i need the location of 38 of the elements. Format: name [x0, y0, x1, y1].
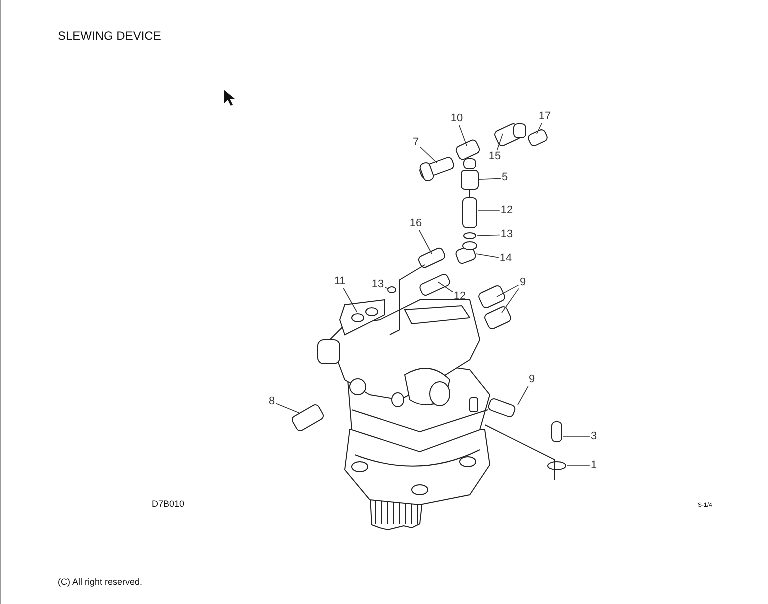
copyright-note: (C) All right reserved. — [58, 578, 143, 587]
fitting-drawing — [461, 170, 479, 190]
leader-line — [343, 288, 358, 312]
callout-number: 7 — [412, 136, 420, 150]
leader-line — [420, 146, 438, 164]
leader-line — [562, 436, 590, 438]
label: D7B010 — [152, 500, 185, 509]
leader-line — [476, 234, 500, 236]
leader-line — [502, 288, 520, 314]
callout-number: 10 — [450, 112, 464, 126]
leader-line — [438, 282, 454, 293]
callout-number: 8 — [268, 396, 276, 408]
leader-line — [459, 125, 468, 146]
leader-line — [496, 284, 520, 298]
leader-line — [476, 254, 500, 258]
callout-number: 11 — [333, 276, 347, 288]
callout-number: 12 — [452, 290, 468, 304]
callout-number: 13 — [500, 228, 514, 242]
callout-number: 14 — [498, 252, 514, 266]
leader-line — [478, 178, 502, 180]
callout-number: 9 — [518, 276, 528, 290]
title: SLEWING DEVICE — [58, 30, 162, 42]
callout-number: 17 — [538, 110, 552, 124]
callout-number: 5 — [500, 172, 510, 184]
callout-number: 13 — [370, 278, 386, 292]
callout-number: 1 — [590, 460, 598, 472]
leader-line — [536, 123, 542, 134]
leader-line — [518, 386, 529, 406]
callout-number: 3 — [590, 430, 598, 444]
leader-line — [384, 287, 390, 290]
callout-number: 12 — [500, 204, 514, 218]
leader-line — [419, 230, 432, 254]
leader-line — [276, 403, 300, 414]
callout-number: 16 — [408, 218, 424, 230]
callout-number: 15 — [488, 150, 502, 164]
leader-line — [496, 134, 504, 151]
callout-number: 9 — [528, 374, 536, 386]
leader-line — [478, 210, 500, 212]
